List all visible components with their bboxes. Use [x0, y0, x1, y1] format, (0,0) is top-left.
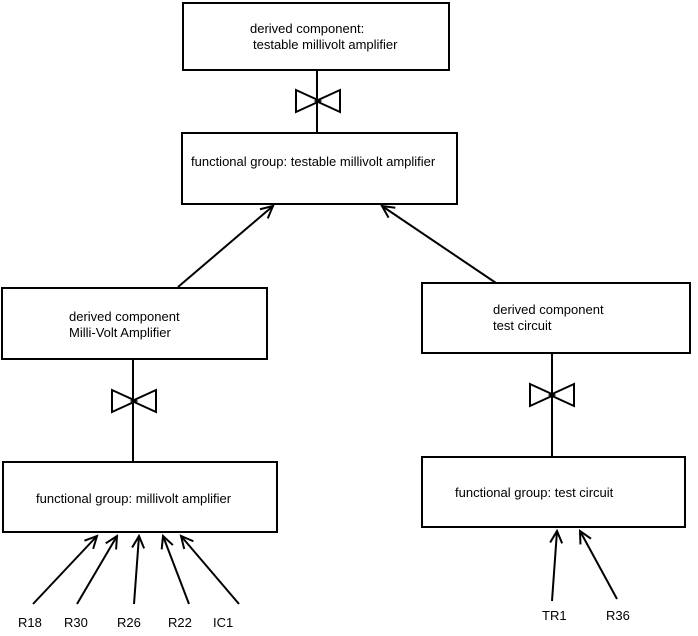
bowtie-icon-right	[529, 382, 575, 408]
node-box-derived-test	[421, 282, 691, 354]
arrow-r18-to-fg-mva	[32, 536, 97, 605]
fg-test-label: functional group: test circuit	[455, 485, 614, 500]
bowtie-icon-top	[295, 88, 341, 114]
leaf-label-r36: R36	[606, 608, 630, 623]
node-box-fg-mva	[2, 461, 278, 533]
leaf-label-r18: R18	[18, 615, 42, 630]
fg-testable-label: functional group: testable millivolt amp…	[191, 154, 436, 169]
leaf-label-r30: R30	[64, 615, 88, 630]
node-box-derived-mva	[1, 287, 268, 360]
node-box-fg-test	[421, 456, 686, 528]
top-derived-label-line2: testable millivolt amplifier	[253, 37, 398, 52]
leaf-label-tr1: TR1	[542, 608, 567, 623]
leaf-label-ic1: IC1	[213, 615, 233, 630]
arrow-r22-to-fg-mva	[163, 536, 190, 605]
arrow-derived-test-to-fg-testable	[382, 206, 500, 286]
arrow-r26-to-fg-mva	[134, 536, 139, 605]
bowtie-icon-left	[111, 388, 157, 414]
derived-test-label-line1: derived component	[493, 302, 604, 317]
leaf-label-r26: R26	[117, 615, 141, 630]
node-box-top-derived-component	[182, 2, 450, 71]
arrow-r30-to-fg-mva	[76, 536, 117, 605]
derived-mva-label-line1: derived component	[69, 309, 180, 324]
derived-test-label-line2: test circuit	[493, 318, 552, 333]
derived-mva-label-line2: Milli-Volt Amplifier	[69, 325, 172, 340]
arrow-derived-mva-to-fg-testable	[177, 206, 273, 288]
fg-mva-label: functional group: millivolt amplifier	[36, 491, 232, 506]
leaf-label-r22: R22	[168, 615, 192, 630]
arrow-r36-to-fg-test	[580, 531, 618, 600]
arrow-tr1-to-fg-test	[552, 531, 557, 602]
node-box-fg-testable	[181, 132, 458, 205]
arrow-ic1-to-fg-mva	[181, 536, 240, 605]
top-derived-label-line1: derived component:	[250, 21, 364, 36]
